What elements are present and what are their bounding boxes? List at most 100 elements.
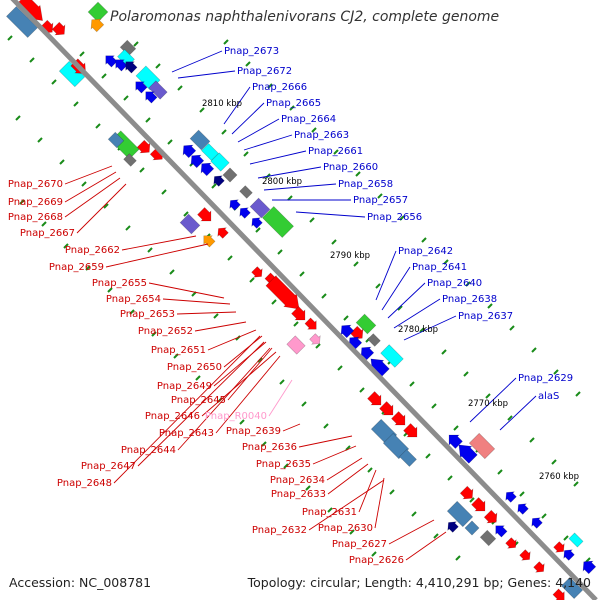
gene-feature [262,206,294,238]
leader-line [257,166,322,179]
leader-line [249,150,307,165]
gene-label: Pnap_2626 [349,555,404,566]
tick-mark [223,39,229,45]
tick-mark [123,95,129,101]
tick-mark [19,199,25,205]
gene-feature [533,561,545,573]
tick-mark [541,513,547,519]
gene-feature [210,152,230,172]
gene-feature [391,411,406,426]
tick-mark [257,357,263,363]
gene-feature [380,344,404,368]
tick-mark [519,491,525,497]
gene-feature [201,143,219,161]
gene-feature [382,432,410,460]
gene-feature [179,213,201,235]
gene-label: Pnap_2666 [252,82,307,93]
gene-labels: Pnap_2673Pnap_2672Pnap_2666Pnap_2665Pnap… [8,46,573,566]
tick-mark [463,371,469,377]
tick-mark [7,35,13,41]
tick-mark [95,123,101,129]
leader-line [381,266,411,311]
gene-feature [200,162,215,177]
gene-feature [399,449,417,467]
tick-mark [255,227,261,233]
tick-mark [375,283,381,289]
leader-line [388,519,435,545]
tick-mark [441,349,447,355]
gene-label: Pnap_2654 [106,294,161,305]
leader-line [176,311,237,315]
gene-label: Pnap_2656 [367,212,422,223]
genome-backbone [10,0,598,600]
leader-line [223,335,263,368]
tick-mark [261,441,267,447]
tick-mark [63,243,69,249]
gene-feature [563,549,575,561]
gene-feature [459,485,474,500]
gene-label: Pnap_2664 [281,114,336,125]
tick-mark [167,139,173,145]
tick-mark [327,507,333,513]
leader-line [121,235,197,251]
leader-line [223,86,251,125]
gene-feature [249,197,271,219]
gene-feature [90,18,105,33]
gene-label: Pnap_2632 [252,525,307,536]
tick-mark [425,453,431,459]
tick-mark [331,239,337,245]
tick-mark [299,271,305,277]
gene-feature [251,217,263,229]
tick-mark [469,497,475,503]
gene-label: Pnap_2661 [308,146,363,157]
gene-feature [403,423,418,438]
leader-line [177,347,271,451]
gene-feature [197,207,212,222]
leader-line [282,423,301,432]
gene-feature [182,144,197,159]
tick-mark [129,309,135,315]
tick-mark [183,211,189,217]
leader-line [243,134,293,151]
gene-feature [286,335,306,355]
gene-label: Pnap_2660 [323,162,378,173]
tick-mark [453,425,459,431]
leader-line [375,250,397,301]
gene-feature [531,517,543,529]
leader-line [171,50,223,73]
gene-label: Pnap_2642 [398,246,453,257]
gene-feature [568,532,584,548]
gene-feature [217,227,229,239]
tick-mark [125,225,131,231]
gene-feature [189,129,211,151]
gene-feature [239,185,253,199]
tick-mark [353,261,359,267]
leader-line [237,118,280,143]
tick-mark [553,369,559,375]
leader-line [327,463,369,495]
tick-mark [245,61,251,67]
tick-mark [497,469,503,475]
gene-label: Pnap_2637 [458,311,513,322]
gene-feature [123,153,137,167]
leader-line [393,298,441,329]
leader-line [201,351,277,417]
tick-mark [51,79,57,85]
kbp-label: 2760 kbp [539,472,579,482]
gene-feature [304,317,317,330]
gene-label: Pnap_2634 [270,475,325,486]
leader-line [469,377,517,423]
tick-mark [397,305,403,311]
gene-label: alaS [538,391,559,402]
tick-mark [101,73,107,79]
leader-line [263,183,337,191]
leader-line [231,102,265,135]
gene-feature [517,503,529,515]
leader-line [403,315,457,341]
tick-mark [173,353,179,359]
tick-mark [147,247,153,253]
gene-feature [471,497,486,512]
tick-mark [279,379,285,385]
tick-mark [177,85,183,91]
leader-line [268,379,293,417]
